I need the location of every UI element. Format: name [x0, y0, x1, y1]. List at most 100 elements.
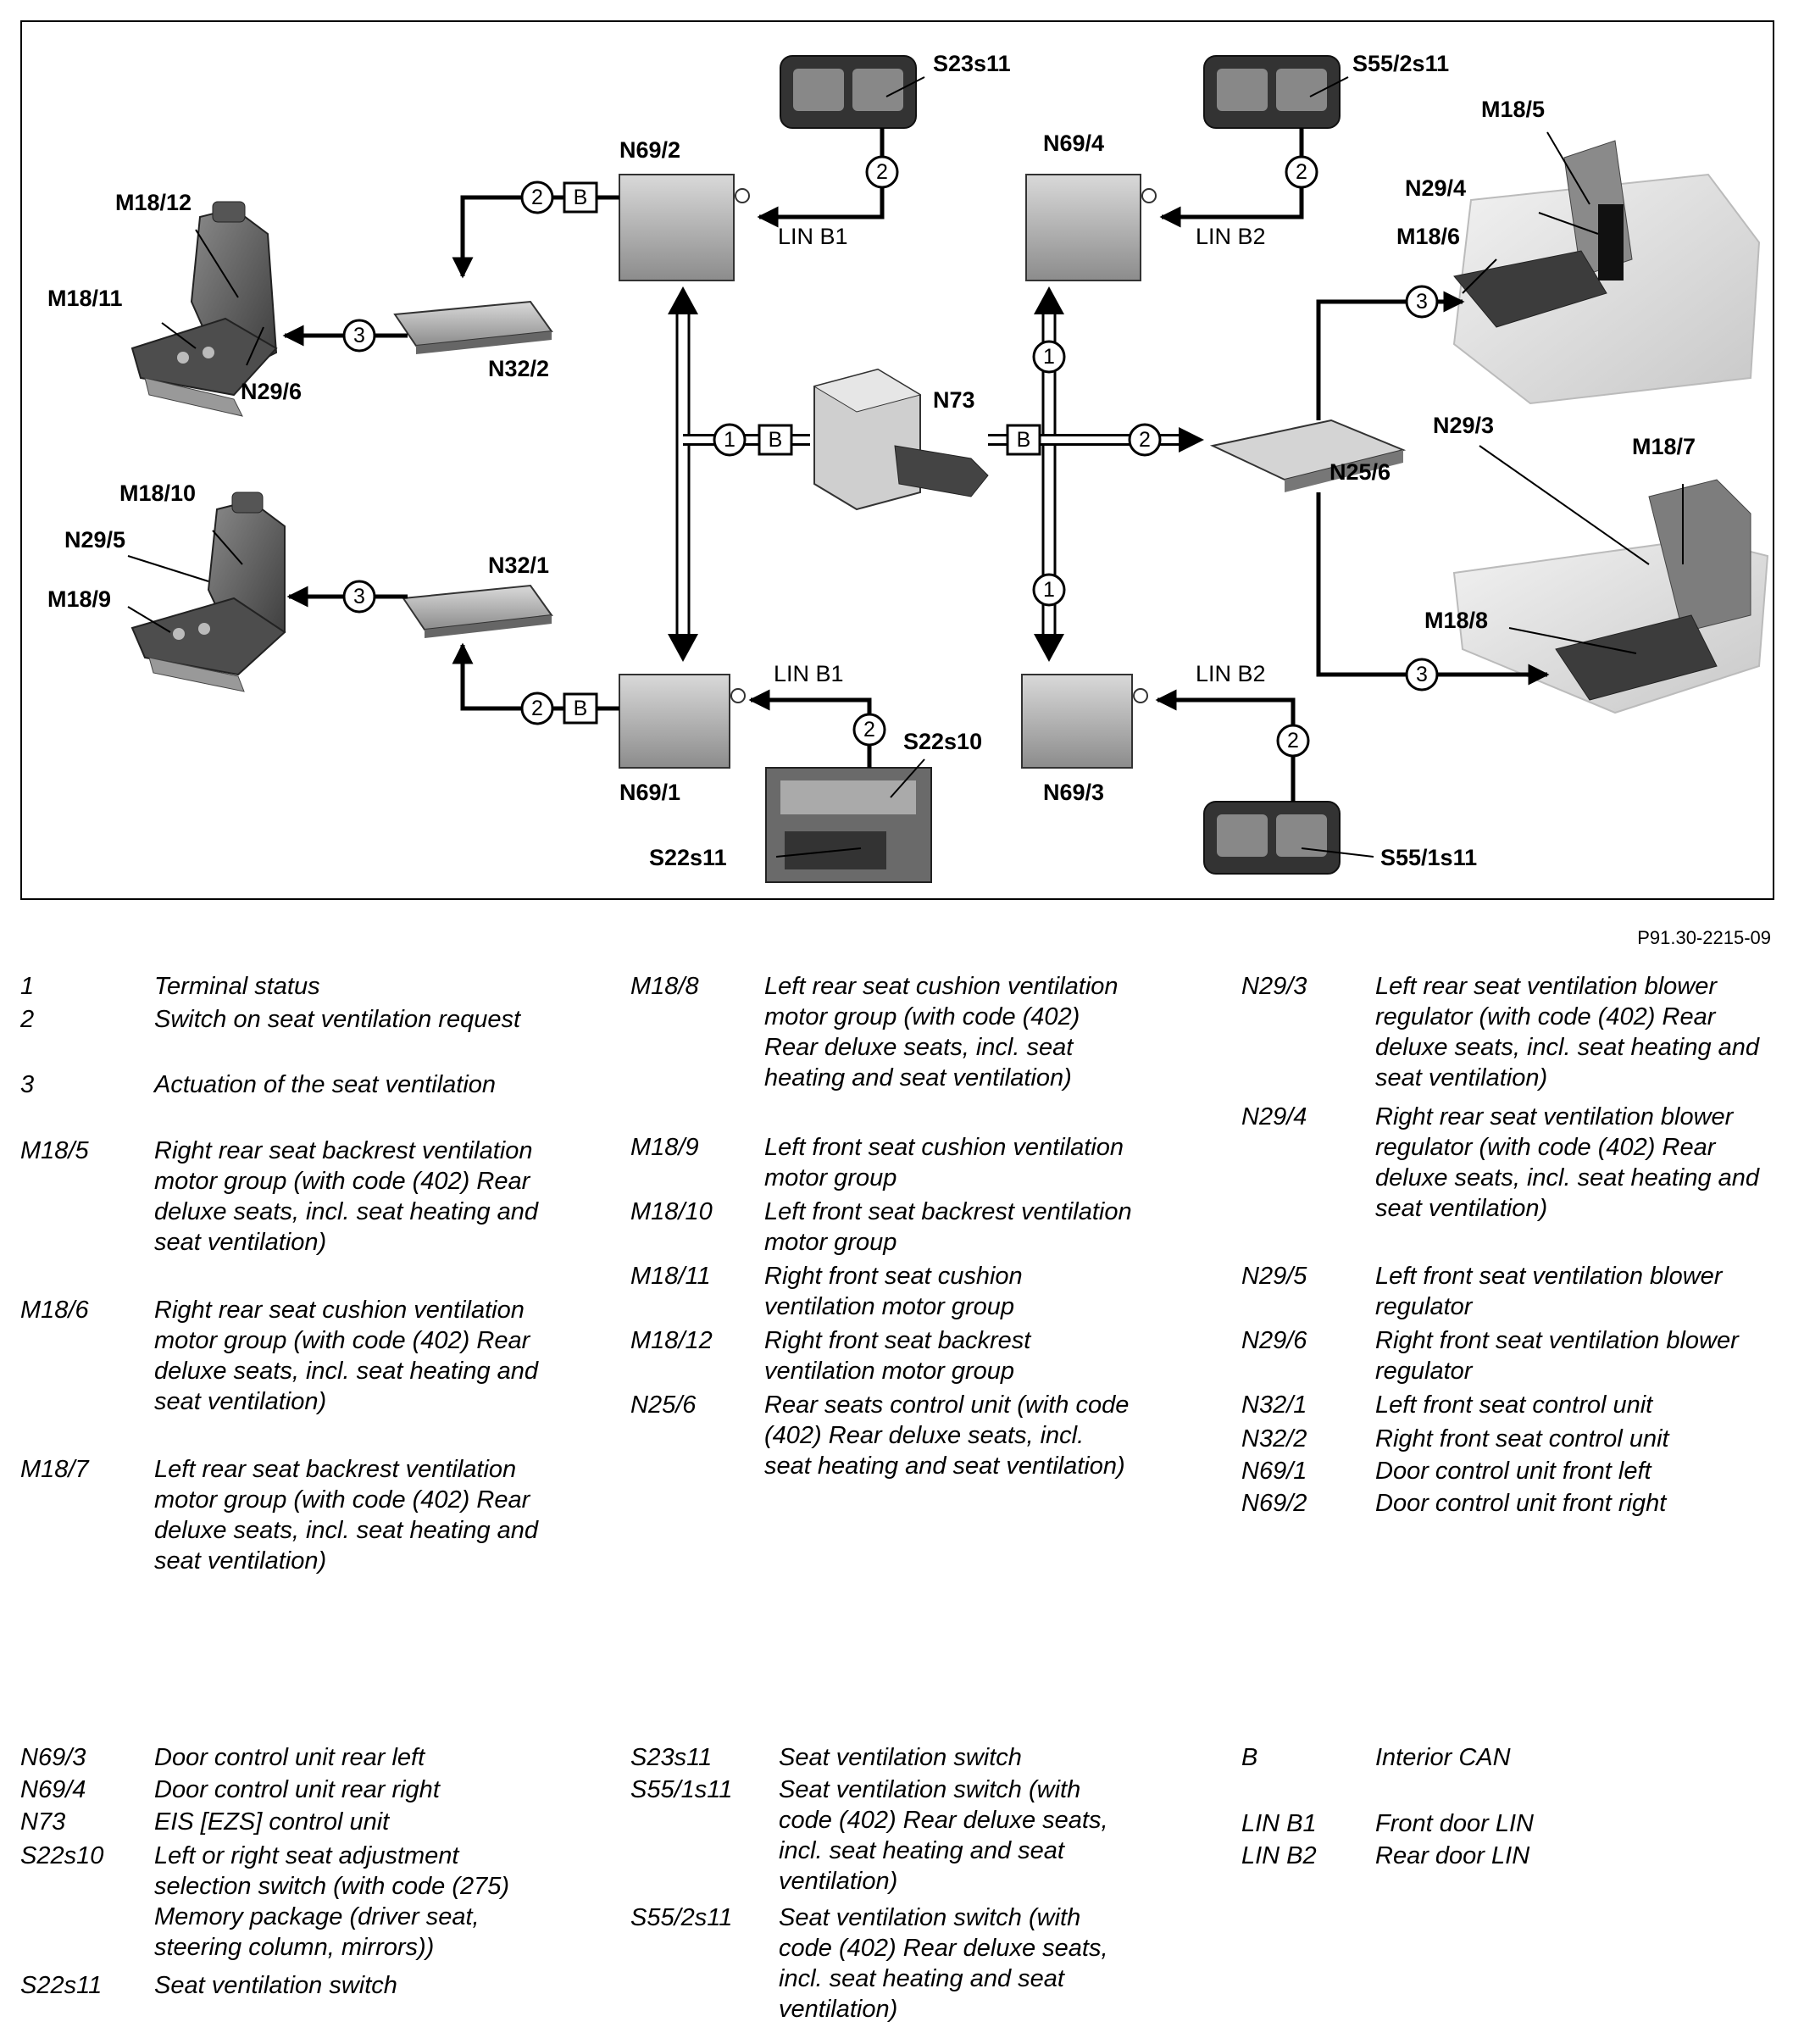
- label-n32-1: N32/1: [488, 553, 549, 578]
- front-left-seat-image: [130, 492, 286, 692]
- label-n1: 1: [1043, 345, 1055, 369]
- legend-code: LIN B1: [1241, 1810, 1317, 1837]
- legend-description: Right front seat control unit: [1375, 1425, 1669, 1452]
- label-lin-b2: LIN B2: [1196, 224, 1266, 249]
- s23s11-switch-image: [780, 55, 917, 129]
- legend-code: M18/12: [630, 1327, 713, 1354]
- front-right-seat-image: [130, 201, 278, 417]
- legend-description: Interior CAN: [1375, 1744, 1511, 1771]
- label-n2: 2: [863, 718, 875, 742]
- legend-description: Left front seat backrest ventilation mot…: [764, 1198, 1132, 1256]
- figure-id: P91.30-2215-09: [1637, 927, 1771, 948]
- legend-description: Front door LIN: [1375, 1810, 1534, 1837]
- n69-4-module: [1025, 174, 1157, 281]
- label-n29-4: N29/4: [1405, 175, 1466, 201]
- legend-description: Left rear seat ventilation blower regula…: [1375, 973, 1760, 1091]
- label-lin-b1: LIN B1: [778, 224, 848, 249]
- can-arrowheads: [668, 286, 1204, 662]
- n32-2-module: [393, 300, 553, 354]
- label-n3: 3: [1416, 663, 1428, 686]
- label-m18-10: M18/10: [119, 480, 196, 506]
- component-labels: M18/12 M18/11 N29/6 N32/2 N69/2 S23s11 L…: [47, 51, 1696, 870]
- label-n2: 2: [1296, 160, 1307, 184]
- legend-code: N73: [20, 1808, 66, 1836]
- label-n3: 3: [1416, 290, 1428, 314]
- legend-code: S22s10: [20, 1842, 104, 1869]
- legend-code: B: [1241, 1744, 1258, 1771]
- legend-code: N29/5: [1241, 1263, 1307, 1290]
- n69-2-module: [619, 174, 750, 281]
- legend-description: Right front seat cushion ventilation mot…: [764, 1263, 1023, 1320]
- legend-code: N25/6: [630, 1391, 697, 1419]
- label-n1: 1: [1043, 578, 1055, 602]
- s55-2s11-switch-image: [1203, 55, 1341, 129]
- legend-code: N69/2: [1241, 1490, 1307, 1517]
- rear-right-seat-image: [1452, 140, 1761, 405]
- legend-description: Left front seat control unit: [1375, 1391, 1653, 1419]
- legend-description: Right rear seat cushion ventilation moto…: [154, 1297, 539, 1415]
- legend-code: N69/3: [20, 1744, 86, 1771]
- label-n2: 2: [531, 697, 543, 720]
- legend-code: S23s11: [630, 1744, 713, 1771]
- label-n29-6: N29/6: [241, 379, 302, 404]
- label-lin-b2: LIN B2: [1196, 661, 1266, 686]
- legend-code: M18/6: [20, 1297, 89, 1324]
- label-n69-2: N69/2: [619, 137, 680, 163]
- n32-1-module: [402, 584, 553, 638]
- label-b: B: [769, 428, 783, 452]
- legend-description: Left front seat cushion ventilation moto…: [764, 1134, 1124, 1191]
- legend-code: N29/4: [1241, 1103, 1307, 1130]
- label-n69-4: N69/4: [1043, 131, 1104, 156]
- legend-description: Right front seat backrest ventilation mo…: [764, 1327, 1031, 1385]
- legend-description: Terminal status: [154, 973, 320, 1000]
- legend-code: N29/6: [1241, 1327, 1307, 1354]
- legend-description: Door control unit front left: [1375, 1458, 1651, 1485]
- symbols: [342, 155, 1439, 758]
- legend-description: Switch on seat ventilation request: [154, 1006, 521, 1033]
- n69-1-module: [619, 674, 746, 769]
- label-b: B: [574, 186, 588, 209]
- legend-code: M18/9: [630, 1134, 699, 1161]
- label-n2: 2: [531, 186, 543, 209]
- legend-code: S55/1s11: [630, 1776, 733, 1803]
- n25-6-module: [1209, 419, 1407, 492]
- legend-code: M18/10: [630, 1198, 713, 1225]
- n69-3-module: [1021, 674, 1148, 769]
- label-s22s11: S22s11: [649, 845, 727, 870]
- legend-code: N32/2: [1241, 1425, 1307, 1452]
- legend-description: Door control unit rear left: [154, 1744, 425, 1771]
- legend-description: Seat ventilation switch (with code (402)…: [779, 1776, 1108, 1895]
- label-b: B: [574, 697, 588, 720]
- legend-code: S55/2s11: [630, 1904, 733, 1931]
- legend-code: N69/1: [1241, 1458, 1307, 1485]
- label-m18-5: M18/5: [1481, 97, 1545, 122]
- label-m18-8: M18/8: [1424, 608, 1488, 633]
- label-n1: 1: [724, 428, 736, 452]
- label-s55-1s11: S55/1s11: [1380, 845, 1477, 870]
- s22-door-switch-image: [765, 767, 932, 883]
- legend-description: Seat ventilation switch: [154, 1972, 397, 1999]
- label-m18-11: M18/11: [47, 286, 123, 311]
- n73-ignition-switch: [813, 368, 989, 511]
- legend-description: Left front seat ventilation blower regul…: [1375, 1263, 1723, 1320]
- label-n25-6: N25/6: [1329, 459, 1391, 485]
- label-n2: 2: [876, 160, 888, 184]
- label-n73: N73: [933, 387, 975, 413]
- label-n2: 2: [1287, 729, 1299, 753]
- legend-description: Right rear seat backrest ventilation mot…: [154, 1137, 539, 1256]
- label-m18-9: M18/9: [47, 586, 111, 612]
- legend-code: M18/7: [20, 1456, 89, 1483]
- legend-description: Actuation of the seat ventilation: [154, 1071, 497, 1098]
- legend-description: Right rear seat ventilation blower regul…: [1375, 1103, 1760, 1222]
- label-n2: 2: [1139, 428, 1151, 452]
- legend-code: M18/11: [630, 1263, 711, 1290]
- label-lin-b1: LIN B1: [774, 661, 844, 686]
- leader-lines: [127, 76, 1684, 858]
- legend-description: Door control unit rear right: [154, 1776, 440, 1803]
- legend-code: M18/8: [630, 973, 699, 1000]
- label-n69-1: N69/1: [619, 780, 680, 805]
- legend-code: N69/4: [20, 1776, 86, 1803]
- label-b: B: [1017, 428, 1031, 452]
- symbol-text: 2 2 2 B 3 3 2 B 2 2 3 3 2 1 B B 1 1: [353, 160, 1428, 753]
- legend-description: Rear door LIN: [1375, 1842, 1530, 1869]
